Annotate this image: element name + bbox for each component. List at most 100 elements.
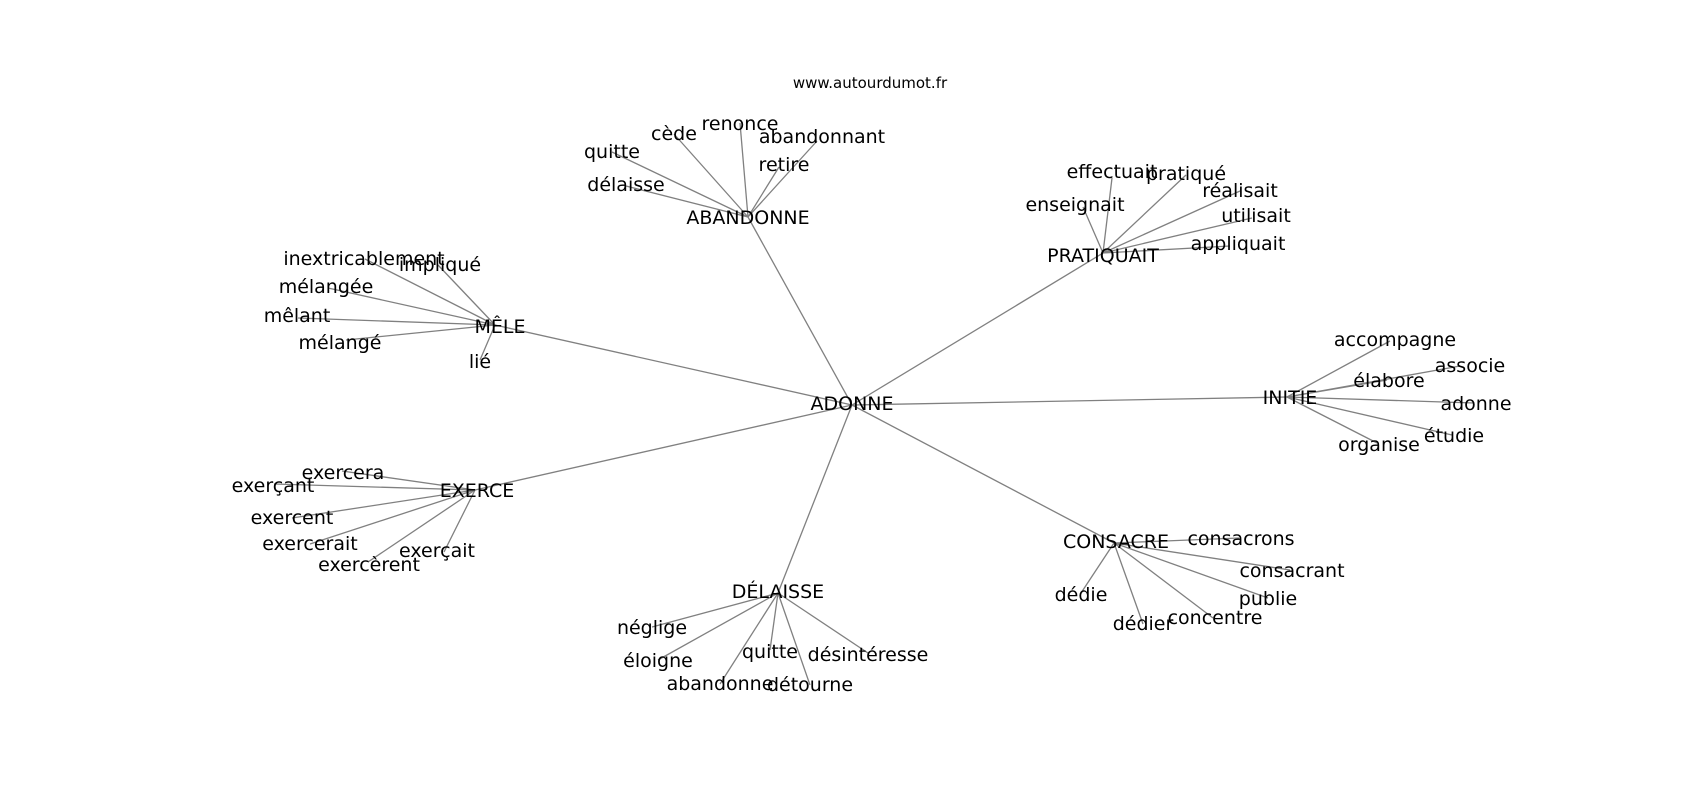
word-appliquait[interactable]: appliquait (1191, 233, 1286, 255)
edge-exerce-exercerent (367, 489, 476, 563)
node-abandonne[interactable]: ABANDONNE (686, 207, 809, 229)
word-desinteresse[interactable]: désintéresse (808, 644, 929, 666)
word-abandonne[interactable]: abandonne (667, 673, 774, 695)
edge-consacre-dedier (1113, 542, 1144, 625)
word-renonce[interactable]: renonce (702, 113, 779, 135)
edge-initie-accompagne (1286, 340, 1391, 398)
edge-consacre-publie (1113, 542, 1269, 599)
edge-abandonne-delaisse (625, 185, 749, 218)
node-consacre[interactable]: CONSACRE (1063, 531, 1169, 553)
word-exercant[interactable]: exerçant (232, 475, 315, 497)
edge-center-initie (851, 396, 1288, 406)
node-exerce[interactable]: EXERCE (440, 480, 515, 502)
word-enseignait[interactable]: enseignait (1025, 194, 1124, 216)
graph-edges (273, 122, 1475, 686)
edge-exerce-exercerait (309, 489, 476, 545)
edge-center-pratiquait (851, 252, 1104, 406)
edge-pratiquait-pratique (1102, 174, 1187, 254)
edge-pratiquait-effectuait (1102, 177, 1113, 254)
word-delaisse[interactable]: délaisse (587, 174, 664, 196)
word-effectuait[interactable]: effectuait (1067, 161, 1158, 183)
word-eloigne[interactable]: éloigne (623, 650, 693, 672)
word-melant[interactable]: mêlant (264, 305, 331, 327)
word-elabore[interactable]: élabore (1353, 370, 1424, 392)
word-inextricablement[interactable]: inextricablement (283, 248, 444, 270)
word-adonne[interactable]: adonne (1440, 393, 1511, 415)
word-exercent[interactable]: exercent (251, 507, 334, 529)
word-lie[interactable]: lié (469, 351, 491, 373)
word-cede[interactable]: cède (651, 123, 697, 145)
word-etudie[interactable]: étudie (1424, 425, 1484, 447)
edge-delaisse-abandonne (719, 592, 779, 685)
edge-delaisse-desinteresse (777, 592, 869, 654)
word-concentre[interactable]: concentre (1168, 607, 1263, 629)
edge-mele-implique (437, 264, 496, 326)
edge-center-abandonne (747, 216, 853, 406)
node-delaisse[interactable]: DÉLAISSE (732, 580, 824, 603)
edge-mele-melangee (327, 287, 496, 326)
edge-abandonne-retire (747, 166, 780, 218)
word-retire[interactable]: retire (759, 154, 810, 176)
edge-delaisse-quitte (769, 592, 779, 651)
node-mele[interactable]: MÊLE (475, 315, 526, 338)
word-organise[interactable]: organise (1338, 434, 1420, 456)
word-quitte[interactable]: quitte (584, 141, 640, 163)
edge-consacre-concentre (1113, 542, 1214, 619)
edge-abandonne-renonce (739, 122, 749, 218)
word-consacrant[interactable]: consacrant (1239, 560, 1344, 582)
edge-center-consacre (851, 404, 1115, 544)
edge-center-exerce (474, 404, 853, 491)
edge-exerce-exercant (273, 483, 476, 491)
edge-mele-lie (479, 324, 496, 361)
edge-delaisse-detourne (777, 592, 811, 686)
edge-pratiquait-appliquait (1102, 245, 1231, 254)
word-exercerait[interactable]: exercerait (262, 533, 357, 555)
edge-exerce-exercent (291, 489, 476, 519)
edge-exerce-exercera (341, 470, 476, 491)
edge-pratiquait-realisait (1102, 190, 1241, 254)
edge-mele-inextricablement (364, 258, 496, 326)
word-publie[interactable]: publie (1239, 588, 1297, 610)
word-melange[interactable]: mélangé (299, 332, 382, 354)
edge-initie-adonne (1286, 396, 1475, 404)
edge-delaisse-eloigne (657, 592, 779, 661)
edge-mele-melant (297, 317, 496, 326)
word-consacrons[interactable]: consacrons (1187, 528, 1294, 550)
word-pratique[interactable]: pratiqué (1146, 163, 1226, 185)
word-exercait[interactable]: exerçait (399, 540, 475, 562)
edge-exerce-exercait (443, 489, 476, 553)
node-center[interactable]: ADONNE (810, 393, 893, 415)
node-pratiquait[interactable]: PRATIQUAIT (1047, 245, 1159, 267)
word-dedier[interactable]: dédier (1113, 613, 1174, 635)
word-associe[interactable]: associe (1435, 355, 1505, 377)
edge-pratiquait-utilisait (1102, 217, 1253, 254)
node-initie[interactable]: INITIE (1263, 387, 1318, 409)
edge-delaisse-neglige (651, 592, 779, 628)
edge-pratiquait-enseignait (1082, 206, 1104, 254)
edge-initie-etudie (1286, 396, 1453, 436)
edge-center-mele (494, 324, 853, 406)
edge-center-delaisse (777, 404, 853, 594)
word-implique[interactable]: impliqué (399, 254, 481, 276)
edge-consacre-dedie (1080, 542, 1115, 594)
edge-consacre-consacrant (1113, 542, 1291, 571)
word-utilisait[interactable]: utilisait (1221, 205, 1291, 227)
word-realisait[interactable]: réalisait (1202, 180, 1278, 202)
edge-consacre-consacrons (1113, 537, 1240, 544)
word-detourne[interactable]: détourne (767, 674, 853, 696)
edge-abandonne-quitte (611, 151, 749, 218)
word-accompagne[interactable]: accompagne (1334, 329, 1456, 351)
site-url: www.autourdumot.fr (793, 74, 948, 92)
word-abandonnant[interactable]: abandonnant (759, 126, 885, 148)
word-neglige[interactable]: néglige (617, 617, 687, 639)
edge-mele-melange (345, 324, 496, 341)
word-dedie[interactable]: dédie (1055, 584, 1108, 606)
word-exercera[interactable]: exercera (302, 462, 385, 484)
edge-abandonne-cede (673, 133, 749, 218)
word-exercerent[interactable]: exercèrent (318, 554, 420, 576)
edge-abandonne-abandonnant (747, 140, 818, 218)
word-quitte[interactable]: quitte (742, 641, 798, 663)
word-melangee[interactable]: mélangée (279, 276, 374, 298)
